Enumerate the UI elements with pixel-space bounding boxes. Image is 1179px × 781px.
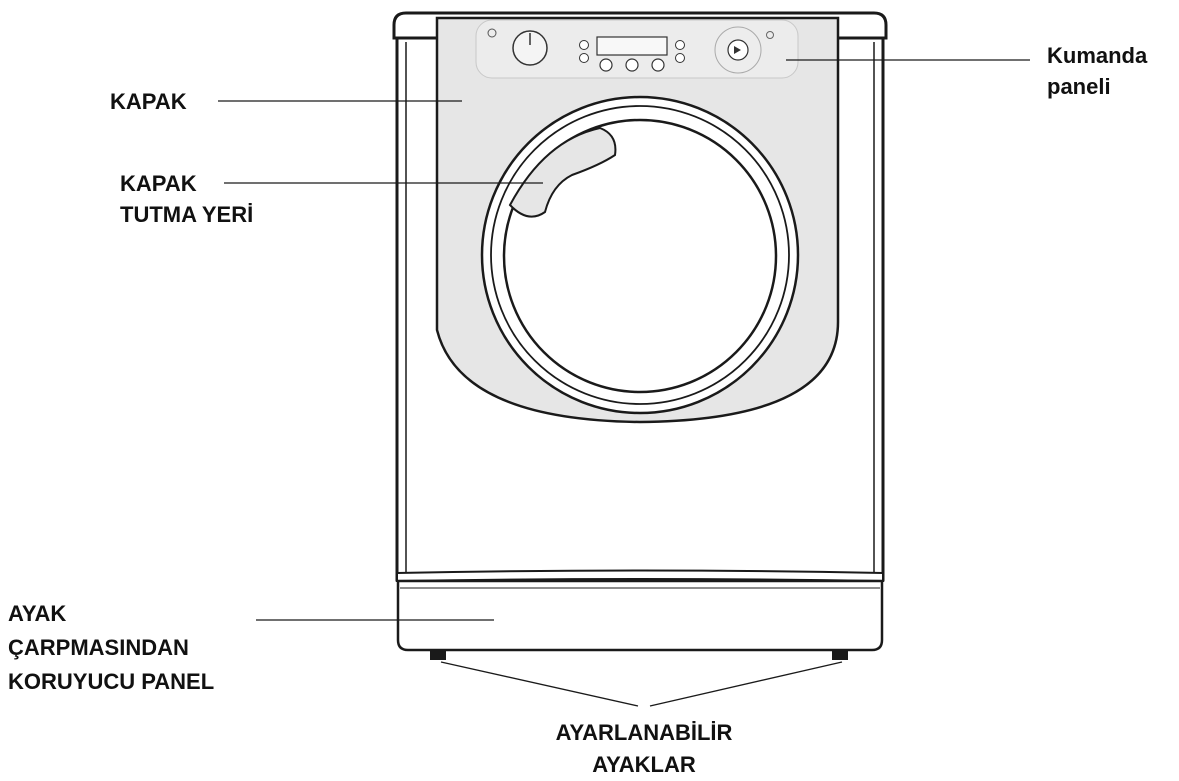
label-feet-line2: AYAKLAR [592,752,696,777]
option-button-left-bottom [579,53,589,63]
label-handle-line1: KAPAK [120,171,197,196]
small-indicator [766,31,774,39]
start-button-play-icon [734,46,741,54]
porthole-middle-ring [490,105,790,405]
function-button-2 [625,58,639,72]
label-feet-line1: AYARLANABİLİR [556,720,733,745]
label-kick-panel-line3: KORUYUCU PANEL [8,669,214,694]
option-button-left-top [579,40,589,50]
leader-line-foot-right [649,661,843,707]
leader-lines [218,59,1030,707]
label-kick-panel-line1: AYAK [8,601,66,626]
function-button-1 [599,58,613,72]
program-knob [512,30,548,66]
door-handle-shape [508,126,617,218]
label-control-panel-line1: Kumanda [1047,43,1148,68]
kick-panel [396,569,884,652]
kick-panel-body [396,579,884,652]
control-panel [475,19,799,79]
foot-right [832,650,848,660]
leader-line-foot-left [440,661,639,707]
kick-panel-top-lip [396,569,884,583]
display-window [596,36,668,56]
porthole-glass [502,118,778,394]
label-door: KAPAK [110,89,187,114]
label-handle-line2: TUTMA YERİ [120,202,253,227]
power-button [487,28,497,38]
foot-left [430,650,446,660]
label-control-panel-line2: paneli [1047,74,1111,99]
option-button-right-bottom [675,53,685,63]
function-button-3 [651,58,665,72]
label-kick-panel-line2: ÇARPMASINDAN [8,635,189,660]
option-button-right-top [675,40,685,50]
porthole-door [480,95,800,415]
